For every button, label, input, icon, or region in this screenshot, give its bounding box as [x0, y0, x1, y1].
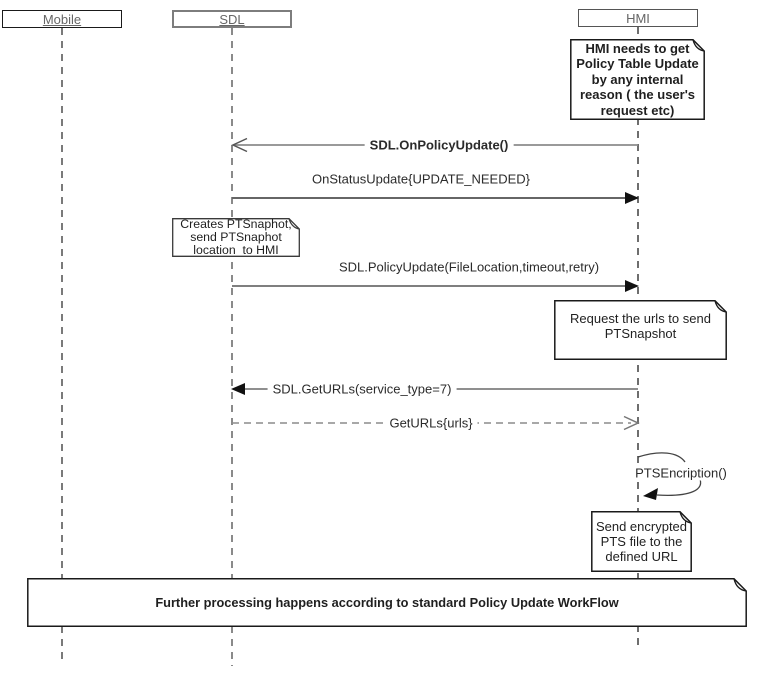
message-label-onstatusupdate: OnStatusUpdate{UPDATE_NEEDED}	[312, 171, 530, 187]
note-shape	[554, 300, 727, 360]
note-shape	[27, 578, 747, 627]
note-line: defined URL	[605, 549, 678, 564]
filled-arrowhead-left-icon	[231, 383, 245, 395]
note-sdl-creates-ptsnapshot: Creates PTSnaphot, send PTSnaphot locati…	[172, 218, 300, 257]
message-label-onpolicyupdate: SDL.OnPolicyUpdate()	[364, 137, 514, 153]
note-send-encrypted-pts: Send encrypted PTS file to the defined U…	[591, 511, 692, 572]
note-line: Policy Table Update	[576, 56, 699, 72]
participant-hmi: HMI	[578, 9, 698, 27]
note-line: by any internal	[591, 71, 684, 87]
message-label-policyupdate: SDL.PolicyUpdate(FileLocation,timeout,re…	[338, 259, 600, 275]
filled-arrowhead-right-icon	[625, 280, 639, 292]
note-hmi-policy-reason: HMI needs to get Policy Table Update by …	[570, 39, 705, 120]
message-label-geturls: SDL.GetURLs(service_type=7)	[267, 381, 457, 397]
note-line: reason ( the user's	[579, 87, 696, 103]
message-arrow-policyupdate	[232, 280, 639, 292]
note-line: PTS file to the	[600, 534, 683, 549]
open-arrowhead-right-icon	[623, 415, 640, 431]
note-shape	[172, 218, 300, 257]
note-text: Creates PTSnaphot, send PTSnaphot locati…	[172, 218, 300, 257]
note-line: Creates PTSnaphot,	[180, 217, 292, 231]
note-line: Further processing happens according to …	[155, 595, 619, 610]
note-text: HMI needs to get Policy Table Update by …	[570, 39, 705, 120]
filled-arrowhead-right-icon	[625, 192, 639, 204]
note-line: Send encrypted	[595, 519, 688, 534]
filled-arrowhead-left-icon	[643, 488, 658, 500]
note-line: HMI needs to get	[585, 40, 690, 56]
message-label-geturls-response: GetURLs{urls}	[384, 415, 478, 431]
note-shape	[570, 39, 705, 120]
participant-sdl-label: SDL	[219, 11, 245, 27]
note-text: Request the urls to send PTSnapshot	[554, 300, 727, 360]
note-line: PTSnapshot	[604, 326, 677, 341]
participant-hmi-label: HMI	[626, 10, 650, 26]
note-fold-icon	[733, 578, 747, 592]
message-arrow-geturls-response	[232, 415, 640, 431]
message-label-ptsencription: PTSEncription()	[632, 465, 730, 481]
note-line: send PTSnaphot	[190, 230, 282, 244]
open-arrowhead-left-icon	[231, 137, 248, 153]
participant-sdl: SDL	[172, 10, 292, 28]
note-text: Send encrypted PTS file to the defined U…	[591, 511, 692, 572]
note-request-urls: Request the urls to send PTSnapshot	[554, 300, 727, 360]
note-shape	[591, 511, 692, 572]
participant-mobile-label: Mobile	[42, 11, 82, 27]
note-text: Further processing happens according to …	[27, 578, 747, 627]
message-arrow-onstatusupdate	[232, 192, 639, 204]
note-fold-icon	[679, 511, 692, 524]
note-line: Request the urls to send	[570, 311, 711, 326]
participant-mobile: Mobile	[2, 10, 122, 28]
note-further-processing: Further processing happens according to …	[27, 578, 747, 627]
note-line: location to HMI	[193, 243, 279, 257]
note-fold-icon	[714, 300, 727, 313]
note-fold-icon	[692, 39, 705, 52]
note-line: request etc)	[600, 102, 675, 118]
note-fold-icon	[288, 218, 300, 230]
